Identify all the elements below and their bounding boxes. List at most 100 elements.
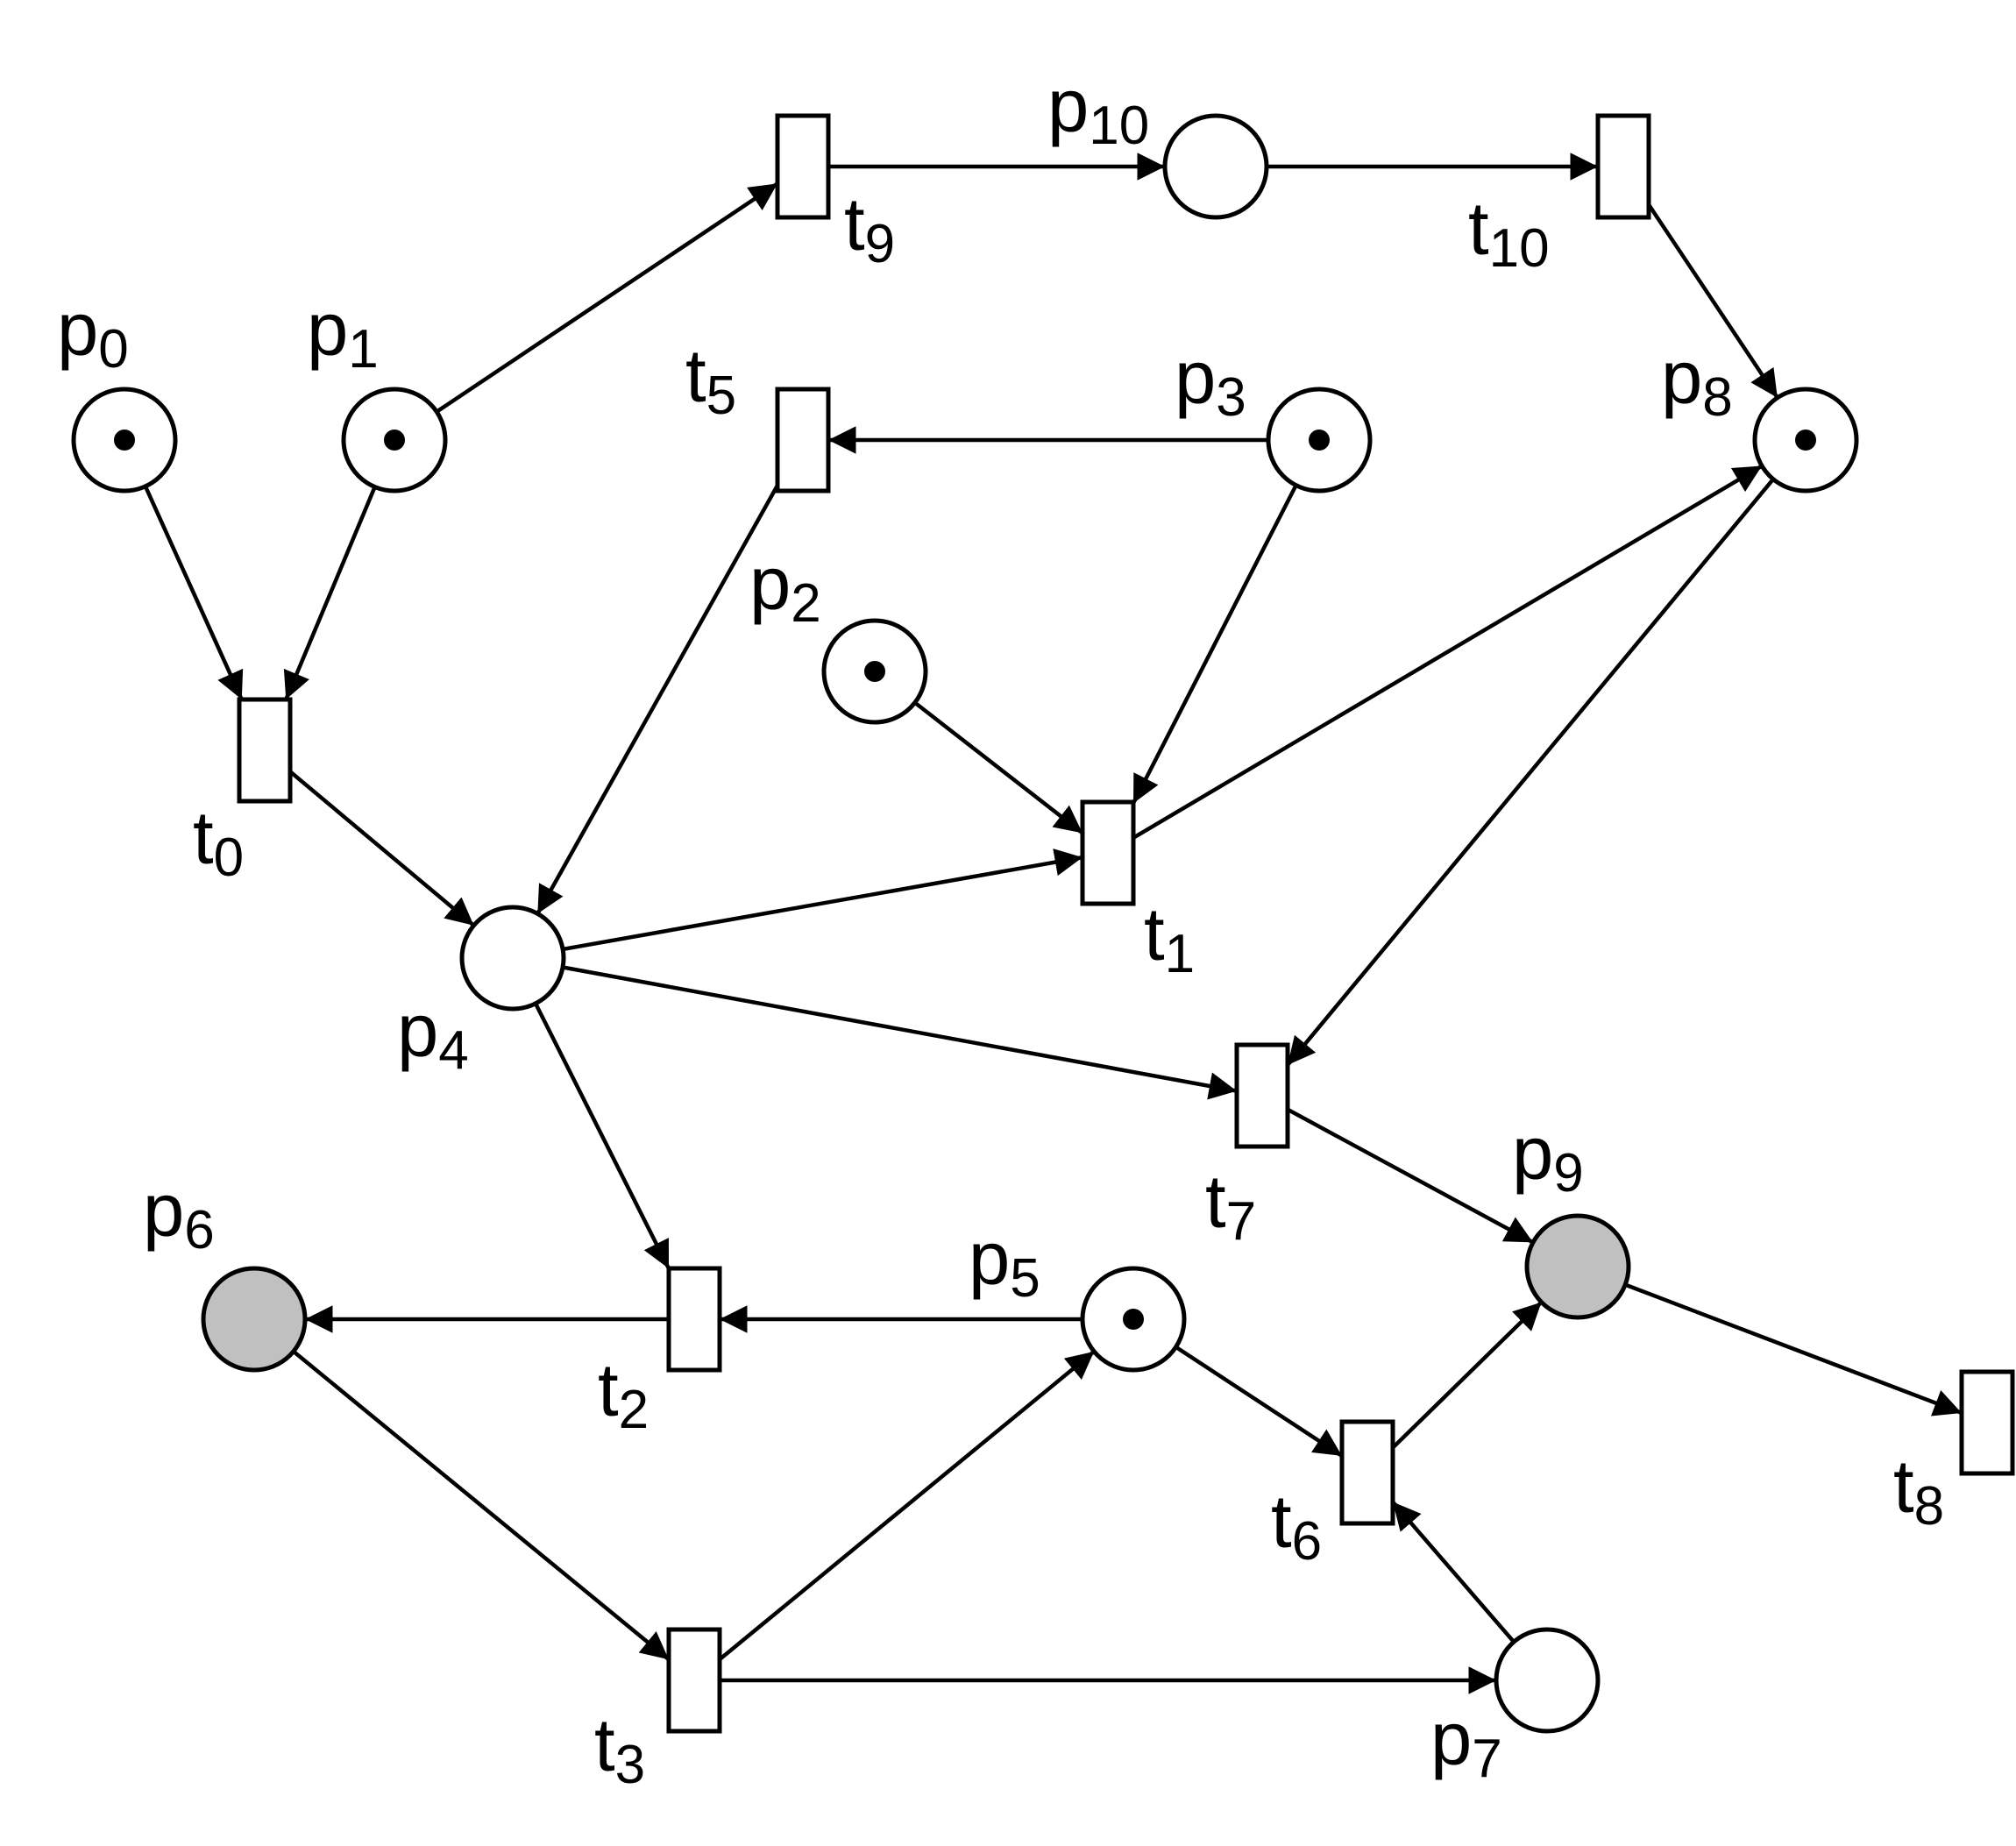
place-p6-circle [201, 1266, 308, 1373]
t0-label: t0 [193, 797, 244, 888]
t1-label-letter: t [1144, 893, 1165, 976]
p10-label-letter: p [1047, 65, 1089, 148]
p2-label-subscript: 2 [791, 573, 820, 634]
place-p7-circle [1494, 1627, 1601, 1734]
p0-label-letter: p [57, 288, 98, 372]
transition-t5 [775, 387, 831, 493]
t2-label: t2 [598, 1349, 649, 1440]
p4-label: p4 [397, 990, 469, 1081]
p2-label-letter: p [749, 543, 791, 626]
t1-label-subscript: 1 [1165, 924, 1195, 984]
t3-label-subscript: 3 [615, 1735, 645, 1795]
arc-t5-to-p4 [536, 484, 779, 915]
p2-label: p2 [749, 543, 821, 634]
place-p8-token [1795, 430, 1816, 451]
p0-label-subscript: 0 [98, 319, 128, 380]
place-p7 [1494, 1627, 1601, 1734]
place-p6 [201, 1266, 308, 1373]
place-p1-token [384, 430, 405, 451]
arc-p0-to-t0 [143, 485, 244, 700]
arc-p2-to-t1 [913, 700, 1084, 835]
p9-label-letter: p [1512, 1112, 1553, 1196]
t1-label: t1 [1144, 893, 1195, 984]
arcs [143, 153, 1963, 1694]
p6-label-letter: p [143, 1169, 184, 1253]
t9-label-subscript: 9 [865, 214, 895, 274]
place-p10 [1162, 113, 1269, 220]
arc-p9-to-t8 [1624, 1282, 1963, 1416]
transition-t9 [775, 113, 831, 220]
t6-label: t6 [1271, 1480, 1322, 1572]
p1-label-subscript: 1 [348, 319, 378, 380]
t6-label-subscript: 6 [1292, 1511, 1322, 1572]
t10-label-subscript: 10 [1489, 218, 1550, 279]
place-p8 [1752, 387, 1859, 493]
p7-label-letter: p [1430, 1698, 1472, 1781]
arc-p1-to-t9 [435, 181, 779, 414]
place-p5-token [1123, 1309, 1144, 1330]
arc-p3-to-t1 [1131, 484, 1298, 805]
arc-p8-to-t7 [1286, 478, 1775, 1067]
t3-label-letter: t [594, 1704, 615, 1787]
p0-label: p0 [57, 288, 129, 380]
arc-p4-to-t2 [534, 1002, 671, 1270]
place-p9 [1524, 1213, 1631, 1320]
transition-t0 [237, 697, 293, 804]
p10-label-subscript: 10 [1089, 96, 1149, 156]
t5-label-subscript: 5 [706, 366, 736, 426]
p3-label: p3 [1175, 337, 1246, 428]
p9-label: p9 [1512, 1112, 1584, 1203]
p1-label: p1 [307, 288, 379, 380]
arc-p1-to-t0 [283, 486, 377, 700]
place-p10-circle [1162, 113, 1269, 220]
place-p0-token [114, 430, 135, 451]
p6-label-subscript: 6 [184, 1200, 214, 1260]
transition-t3 [666, 1627, 722, 1734]
t5-label: t5 [685, 335, 736, 426]
place-p2-token [864, 661, 885, 682]
t9-label-letter: t [844, 183, 865, 266]
arc-p7-to-t6 [1391, 1501, 1516, 1644]
arc-p5-to-t6 [1175, 1345, 1344, 1458]
place-p1 [341, 387, 448, 493]
transition-t10 [1595, 113, 1651, 220]
t9-label: t9 [844, 183, 895, 274]
t10-label: t10 [1468, 188, 1550, 279]
t0-label-letter: t [193, 797, 214, 880]
t7-label-letter: t [1205, 1161, 1226, 1244]
transition-t8 [1959, 1369, 2015, 1476]
place-p4-circle [459, 905, 566, 1012]
t2-label-subscript: 2 [619, 1380, 649, 1440]
p9-label-subscript: 9 [1553, 1143, 1583, 1203]
t10-label-letter: t [1468, 188, 1489, 271]
arc-p6-to-t3 [292, 1350, 671, 1661]
transition-t6 [1339, 1419, 1395, 1526]
p8-label-letter: p [1661, 337, 1702, 420]
p7-label-subscript: 7 [1472, 1729, 1501, 1789]
p7-label: p7 [1430, 1698, 1502, 1789]
transition-t2 [666, 1266, 722, 1373]
transition-t7 [1234, 1042, 1290, 1149]
t8-label: t8 [1893, 1445, 1944, 1537]
place-p3-token [1309, 430, 1330, 451]
arc-p4-to-t7 [562, 965, 1238, 1100]
arc-t10-to-p8 [1647, 203, 1779, 399]
place-p4 [459, 905, 566, 1012]
p8-label: p8 [1661, 337, 1733, 428]
t8-label-letter: t [1893, 1445, 1914, 1529]
p3-label-letter: p [1175, 337, 1216, 420]
t8-label-subscript: 8 [1914, 1476, 1944, 1537]
p5-label-letter: p [969, 1218, 1010, 1301]
place-p5 [1080, 1266, 1187, 1373]
arc-t3-to-p5 [718, 1350, 1096, 1661]
t0-label-subscript: 0 [214, 827, 244, 888]
p3-label-subscript: 3 [1216, 367, 1246, 428]
p6-label: p6 [143, 1169, 215, 1260]
place-p3 [1266, 387, 1373, 493]
p5-label: p5 [969, 1218, 1040, 1309]
p8-label-subscript: 8 [1702, 367, 1732, 428]
arc-t1-to-p8 [1132, 464, 1764, 840]
t7-label-subscript: 7 [1226, 1191, 1256, 1252]
